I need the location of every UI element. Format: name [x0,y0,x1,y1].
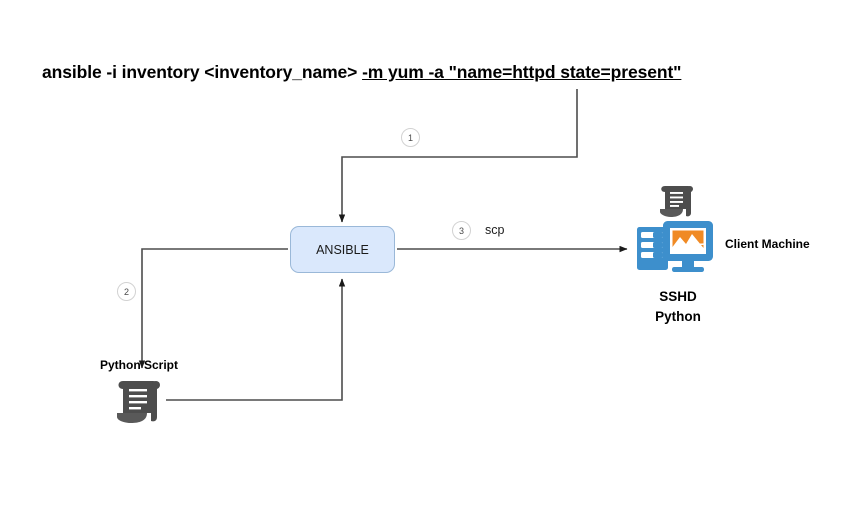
client-scroll-icon [660,186,693,217]
command-title-underlined: -m yum -a "name=httpd state=present" [362,62,682,82]
node-ansible[interactable]: ANSIBLE [290,226,395,273]
scroll-icon [117,381,160,423]
step-badge-1: 1 [401,128,420,147]
edge-ansible-to-python-script [138,248,288,369]
step-badge-2-label: 2 [123,286,129,297]
client-machine-sshd-label: SSHD [659,289,697,304]
computer-icon [637,221,713,272]
step-badge-3-label: 3 [458,225,464,236]
step-badge-3: 3 [452,221,471,240]
command-title: ansible -i inventory <inventory_name> -m… [42,62,681,83]
client-machine-python-label: Python [655,309,701,324]
edge-python-script-to-ansible [166,278,346,401]
node-ansible-label: ANSIBLE [316,242,369,257]
node-python-script-label: Python Script [100,358,179,372]
step-badge-2: 2 [117,282,136,301]
edge-label-scp: scp [485,223,505,237]
edge-command-to-ansible [338,89,578,223]
node-client-machine-label: Client Machine [725,237,810,251]
command-title-plain: ansible -i inventory <inventory_name> [42,62,363,82]
step-badge-1-label: 1 [407,132,413,143]
